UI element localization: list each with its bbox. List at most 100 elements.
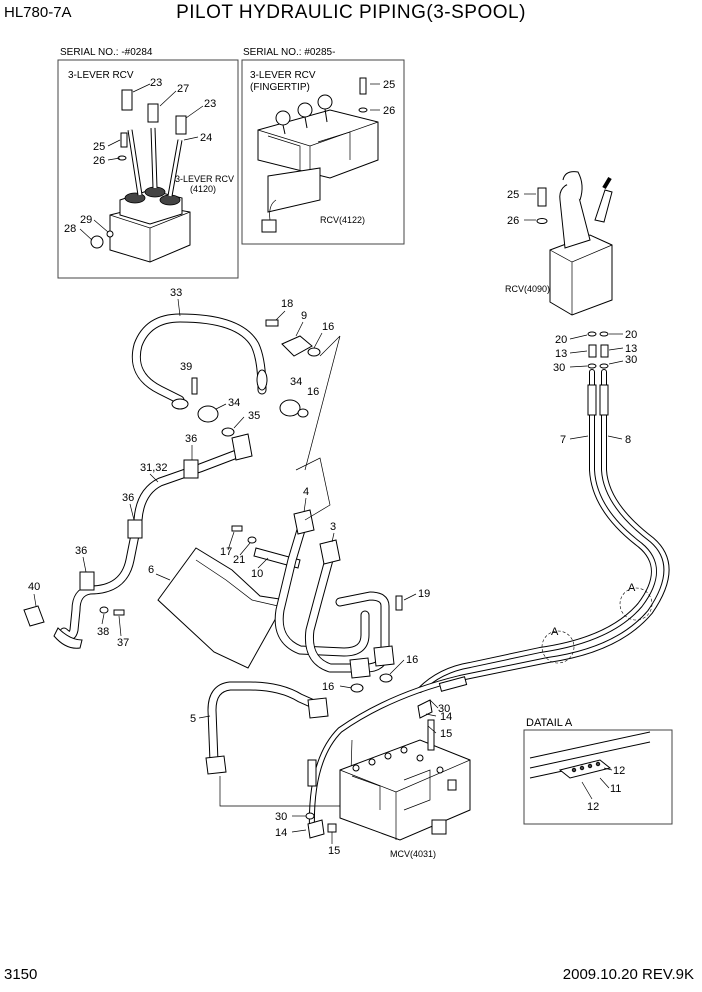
o-ring-30d — [305, 812, 315, 820]
callout-35: 35 — [248, 410, 260, 422]
callout-30d: 30 — [275, 811, 287, 823]
callout-26c: 26 — [507, 215, 519, 227]
plate-6 — [157, 547, 287, 669]
o-ring-16c — [379, 673, 393, 683]
callout-38: 38 — [97, 626, 109, 638]
callout-30c: 30 — [438, 703, 450, 715]
inset-right-serial: SERIAL NO.: #0285- — [243, 47, 335, 58]
elbow-14b — [307, 819, 325, 839]
detail-a-frame — [523, 729, 673, 825]
pipe-33 — [131, 313, 268, 410]
callout-15a: 15 — [440, 728, 452, 740]
hose-7-8 — [307, 369, 670, 833]
callout-39: 39 — [180, 361, 192, 373]
callout-13b: 13 — [625, 343, 637, 355]
callout-25c: 25 — [507, 189, 519, 201]
callout-5: 5 — [190, 713, 196, 725]
detail-a-marker-1 — [619, 587, 653, 621]
model-code: HL780-7A — [4, 4, 72, 21]
callout-24: 24 — [200, 132, 212, 144]
callout-16c: 16 — [406, 654, 418, 666]
washer-38 — [99, 606, 109, 614]
callout-16a: 16 — [322, 321, 334, 333]
marker-a-2: A — [551, 626, 559, 638]
inset-right-frame — [241, 59, 405, 245]
bolt-19 — [395, 595, 403, 611]
mcv-4031 — [339, 699, 471, 841]
callout-15b: 15 — [328, 845, 340, 857]
marker-a-1: A — [628, 582, 636, 594]
o-ring-35 — [221, 427, 235, 437]
fingertip-rcv-4122 — [257, 77, 379, 233]
o-ring-16b — [297, 408, 309, 418]
page-number: 3150 — [4, 966, 38, 983]
main-rcv-4090 — [536, 171, 613, 369]
callout-30b: 30 — [625, 354, 637, 366]
bolt-39 — [191, 377, 198, 395]
pipe-31-32 — [53, 433, 253, 649]
inset-left-leaders — [79, 83, 204, 241]
callout-12a: 12 — [613, 765, 625, 777]
callout-36a: 36 — [185, 433, 197, 445]
callout-36b: 36 — [122, 492, 134, 504]
callout-40: 40 — [28, 581, 40, 593]
callout-23a: 23 — [150, 77, 162, 89]
callout-28: 28 — [64, 223, 76, 235]
callout-4: 4 — [303, 486, 309, 498]
callout-3132: 31,32 — [140, 462, 168, 474]
callout-23b: 23 — [204, 98, 216, 110]
callout-13a: 13 — [555, 348, 567, 360]
o-ring-16d — [350, 683, 364, 693]
callout-27: 27 — [177, 83, 189, 95]
callout-17: 17 — [220, 546, 232, 558]
callout-16d: 16 — [322, 681, 334, 693]
three-lever-rcv-4120 — [90, 89, 191, 263]
callout-30a: 30 — [553, 362, 565, 374]
bolt-17 — [231, 525, 243, 532]
fitting-15b — [327, 823, 337, 833]
callout-14b: 14 — [275, 827, 287, 839]
callout-26b: 26 — [383, 105, 395, 117]
inset-left: SERIAL NO.: -#0284 3-LEVER RCV 3-LEVER R… — [57, 47, 239, 279]
inset-right-title-2: (FINGERTIP) — [250, 82, 310, 93]
page-title: PILOT HYDRAULIC PIPING(3-SPOOL) — [176, 2, 526, 23]
inset-left-rcv-label: 3-LEVER RCV — [175, 174, 234, 184]
callout-37: 37 — [117, 637, 129, 649]
callout-9: 9 — [301, 310, 307, 322]
callout-16b: 16 — [307, 386, 319, 398]
callout-25b: 25 — [383, 79, 395, 91]
callout-6: 6 — [148, 564, 154, 576]
callout-33: 33 — [170, 287, 182, 299]
callout-3: 3 — [330, 521, 336, 533]
inset-left-frame — [57, 59, 239, 279]
callout-7: 7 — [560, 434, 566, 446]
callout-34a: 34 — [228, 397, 240, 409]
flange-9 — [281, 335, 313, 357]
inset-right: SERIAL NO.: #0285- 3-LEVER RCV (FINGERTI… — [241, 47, 405, 245]
main-rcv-label: RCV(4090) — [505, 284, 550, 294]
callout-20a: 20 — [555, 334, 567, 346]
mcv-label: MCV(4031) — [390, 849, 436, 859]
callout-8: 8 — [625, 434, 631, 446]
callout-26a: 26 — [93, 155, 105, 167]
inset-left-serial: SERIAL NO.: -#0284 — [60, 47, 153, 58]
callout-34b: 34 — [290, 376, 302, 388]
callout-21: 21 — [233, 554, 245, 566]
o-ring-16a — [307, 347, 321, 357]
inset-right-title-1: 3-LEVER RCV — [250, 70, 316, 81]
detail-a-marker-2 — [541, 630, 575, 664]
callout-29: 29 — [80, 214, 92, 226]
pipes-3-4 — [274, 509, 395, 679]
callout-19: 19 — [418, 588, 430, 600]
date-revision: 2009.10.20 REV.9K — [562, 966, 694, 983]
callout-25a: 25 — [93, 141, 105, 153]
bolt-18 — [265, 319, 279, 327]
callout-14a: 14 — [440, 711, 452, 723]
callout-18: 18 — [281, 298, 293, 310]
callout-20b: 20 — [625, 329, 637, 341]
pipe-5 — [205, 681, 329, 775]
clamp-34b — [279, 399, 301, 417]
callout-11: 11 — [610, 783, 621, 795]
plug-40 — [23, 605, 45, 627]
